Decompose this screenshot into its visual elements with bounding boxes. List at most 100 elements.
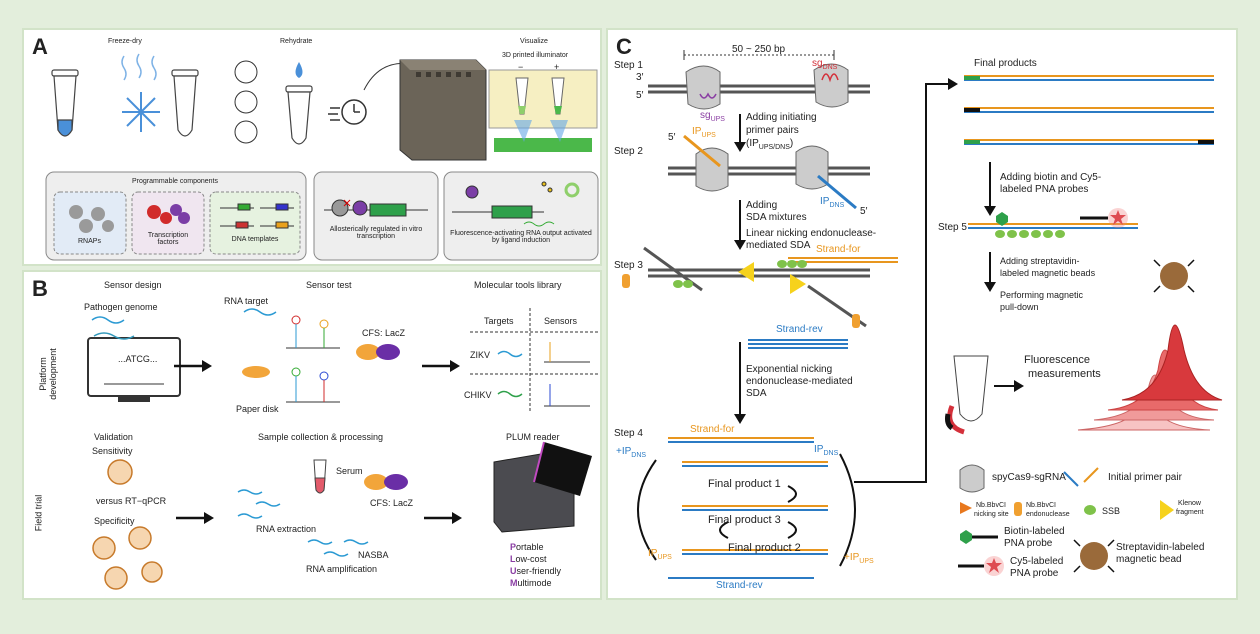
nasba-label: NASBA <box>358 550 389 560</box>
plum-portable: Portable <box>510 542 544 552</box>
serum-label: Serum <box>336 466 363 476</box>
ip-dns-label: IPDNS <box>820 196 845 209</box>
tf-icon <box>147 204 190 224</box>
plus-ip-dns-label: +IPDNS <box>616 446 647 459</box>
vapor-icon <box>121 53 157 81</box>
endonuclease-icon <box>622 274 630 288</box>
final-product-3: Final product 3 <box>708 514 781 526</box>
plum-title: PLUM reader <box>506 432 560 442</box>
sensitivity-label: Sensitivity <box>92 446 133 456</box>
legend-nick-2: nicking site <box>974 511 1009 518</box>
panel-c-label: C <box>616 34 632 59</box>
legend-ssb-label: SSB <box>1102 506 1121 516</box>
zikv-label: ZIKV <box>470 350 491 360</box>
serum-tube-icon <box>313 459 327 494</box>
genome-icon <box>91 316 125 324</box>
exp-3: SDA <box>746 388 767 399</box>
illuminator-schematic-icon <box>488 69 598 152</box>
rna-amp-label: RNA amplification <box>306 564 378 574</box>
adding-bio-2: labeled PNA probes <box>1000 184 1089 195</box>
pull-1: Performing magnetic <box>1000 290 1084 300</box>
illuminator-device-icon <box>399 59 487 161</box>
fluorescence-plot-icon <box>1077 324 1223 431</box>
library-title: Molecular tools library <box>474 280 562 290</box>
legend-cas9-icon <box>959 464 985 493</box>
fluor-meas-1: Fluorescence <box>1024 354 1091 366</box>
field-trial-label: Field trial <box>33 494 44 532</box>
rna-extraction-label: RNA extraction <box>256 524 317 534</box>
paper-disk-label: Paper disk <box>236 404 279 414</box>
tf-label: Transcription factors <box>147 232 189 246</box>
panel-a-graphics <box>45 53 599 261</box>
legend-klenow-2: fragment <box>1176 509 1204 516</box>
cas9-2-icon <box>813 63 849 108</box>
cas9-1-icon <box>685 65 721 110</box>
legend-endo-2: endonuclease <box>1026 511 1070 518</box>
fluor-output-icon <box>452 181 580 227</box>
panel-a-label: A <box>32 34 48 59</box>
sensors-header: Sensors <box>544 316 578 326</box>
ip-dns-label-2: IPDNS <box>814 444 839 457</box>
sample-icon-3 <box>234 120 258 144</box>
snowflake-icon <box>122 92 160 132</box>
linear-2: mediated SDA <box>746 240 811 251</box>
dna-template-icon <box>220 203 294 229</box>
tube-empty-icon <box>171 69 199 137</box>
strand-for-label-2: Strand-for <box>690 424 735 435</box>
legend-bio-1: Biotin-labeled <box>1004 526 1065 537</box>
tube-freeze-dry-icon <box>51 69 79 137</box>
timer-icon <box>328 99 367 125</box>
visualize-title: Visualize <box>520 38 548 45</box>
three-prime-label: 3′ <box>636 72 644 83</box>
plus-ip-ups-label: +IPUPS <box>844 552 874 565</box>
plum-reader-icon <box>493 441 592 533</box>
fluor-label: Fluorescence-activating RNA output activ… <box>450 230 592 244</box>
sg-ups-label: sgUPS <box>700 110 725 123</box>
legend-nick-1: Nb.BbvCI <box>976 502 1006 509</box>
adding-sda-1: Adding <box>746 200 778 211</box>
specificity-label: Specificity <box>94 516 135 526</box>
sg-dns-label: sgDNS <box>812 58 838 71</box>
targets-header: Targets <box>484 316 514 326</box>
fluor-meas-2: measurements <box>1028 368 1101 380</box>
adding-init-3: (IPUPS/DNS) <box>746 138 794 151</box>
plum-user: User-friendly <box>510 566 562 576</box>
rnap-icon <box>69 205 114 233</box>
legend-klenow-1: Klenow <box>1178 500 1201 507</box>
linear-1: Linear nicking endonuclease- <box>746 228 877 239</box>
legend-cas9-label: spyCas9-sgRNA <box>992 472 1066 483</box>
strand-rev-label: Strand-rev <box>776 324 823 335</box>
five-prime-label: 5′ <box>636 90 644 101</box>
rnaps-label: RNAPs <box>78 238 101 245</box>
legend-primer-label: Initial primer pair <box>1108 472 1182 483</box>
validation-title: Validation <box>94 432 133 442</box>
step2-label: Step 2 <box>614 146 643 157</box>
rna-target-label: RNA target <box>224 296 269 306</box>
adding-init-2: primer pairs <box>746 125 799 136</box>
exp-2: endonuclease-mediated <box>746 376 853 387</box>
pull-2: pull-down <box>1000 302 1039 312</box>
legend-bio-2: PNA probe <box>1004 538 1053 549</box>
versus-label: versus RT−qPCR <box>96 496 167 506</box>
panel-a: A Freeze-dry Rehydrate Visualize 3D prin… <box>22 28 602 266</box>
plum-lowcost: Low-cost <box>510 554 547 564</box>
rehydrate-title: Rehydrate <box>280 38 313 45</box>
panel-b-graphics <box>87 308 600 590</box>
panel-c: C Step 1 Step 2 Step 3 Step 4 Step 5 50 … <box>606 28 1238 600</box>
legend-endo-1: Nb.BbvCI <box>1026 502 1056 509</box>
adding-init-1: Adding initiating <box>746 112 817 123</box>
step1-label: Step 1 <box>614 60 643 71</box>
ip-ups-label-2: IPUPS <box>648 548 672 561</box>
atcg-label: ...ATCG... <box>118 354 158 364</box>
final-products-title: Final products <box>974 58 1037 69</box>
chikv-label: CHIKV <box>464 390 492 400</box>
exp-1: Exponential nicking <box>746 364 833 375</box>
water-drop-icon <box>295 62 303 78</box>
sample-icon-1 <box>234 60 258 84</box>
computer-icon <box>87 332 181 402</box>
panel-c-graphics <box>622 50 1223 579</box>
allosteric-icon <box>324 199 428 217</box>
illuminator-label: 3D printed illuminator <box>502 52 569 59</box>
rna-wave-icon <box>237 489 369 557</box>
pulldown-tube-icon <box>953 355 989 422</box>
